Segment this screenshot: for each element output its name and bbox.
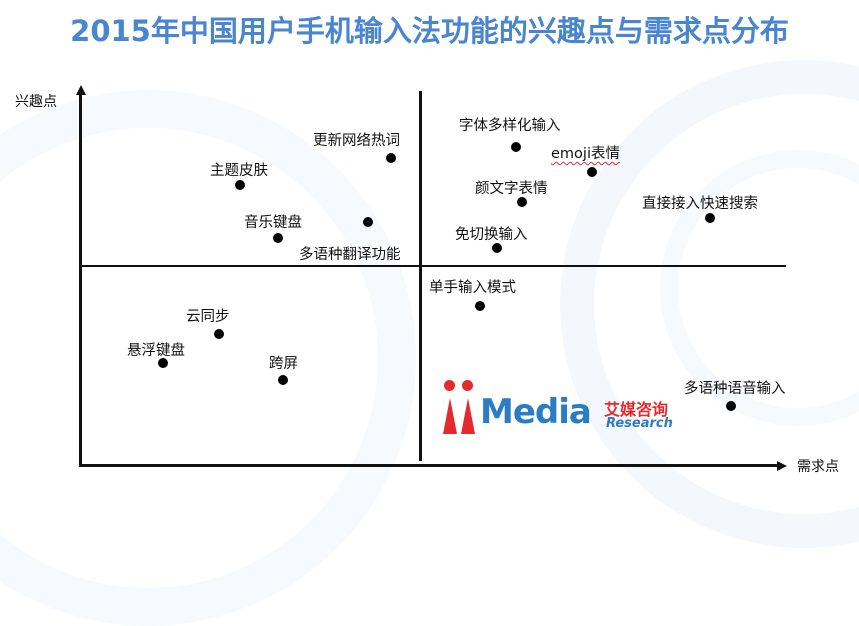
logo-dot [462, 380, 473, 391]
point-label: 多语种语音输入 [684, 381, 786, 397]
logo-chinese-name: 艾媒咨询 [604, 400, 669, 419]
data-point [511, 142, 521, 152]
data-point [726, 401, 736, 411]
data-point [517, 197, 527, 207]
point-label: 多语种翻译功能 [299, 247, 401, 263]
data-point [278, 375, 288, 385]
background-decoration [0, 90, 416, 626]
logo-figure-icon [461, 398, 475, 434]
logo-dot [444, 380, 455, 391]
logo-brand: Media [480, 392, 592, 432]
y-axis-arrow-icon [75, 85, 86, 95]
point-label: 云同步 [186, 309, 230, 325]
data-point [386, 153, 396, 163]
y-axis-label: 兴趣点 [15, 94, 57, 110]
chart-title: 2015年中国用户手机输入法功能的兴趣点与需求点分布 [70, 14, 789, 48]
logo-english-name: Research [606, 416, 673, 431]
x-axis-label: 需求点 [797, 459, 839, 475]
point-label: 单手输入模式 [429, 280, 516, 296]
point-label: emoji表情 [551, 146, 620, 162]
point-label: 颜文字表情 [475, 181, 548, 197]
point-label: 音乐键盘 [244, 215, 302, 231]
data-point [363, 217, 373, 227]
point-label: 直接接入快速搜索 [642, 196, 758, 212]
quadrant-divider-vertical [419, 91, 422, 461]
y-axis [79, 92, 82, 466]
data-point [475, 301, 485, 311]
data-point [235, 180, 245, 190]
data-point [158, 358, 168, 368]
point-label: 跨屏 [269, 356, 298, 372]
logo-figure-icon [443, 398, 457, 434]
data-point [705, 213, 715, 223]
x-axis-arrow-icon [777, 460, 787, 471]
x-axis [79, 464, 779, 467]
data-point [214, 329, 224, 339]
point-label: 悬浮键盘 [127, 343, 185, 359]
point-label: 免切换输入 [455, 227, 528, 243]
quadrant-divider-horizontal [80, 265, 786, 267]
data-point [273, 233, 283, 243]
imedia-logo: Media 艾媒咨询 Research [443, 378, 674, 438]
point-label: 更新网络热词 [313, 133, 400, 149]
point-label: 字体多样化输入 [459, 118, 561, 134]
data-point [587, 167, 597, 177]
data-point [492, 243, 502, 253]
point-label: 主题皮肤 [210, 163, 268, 179]
